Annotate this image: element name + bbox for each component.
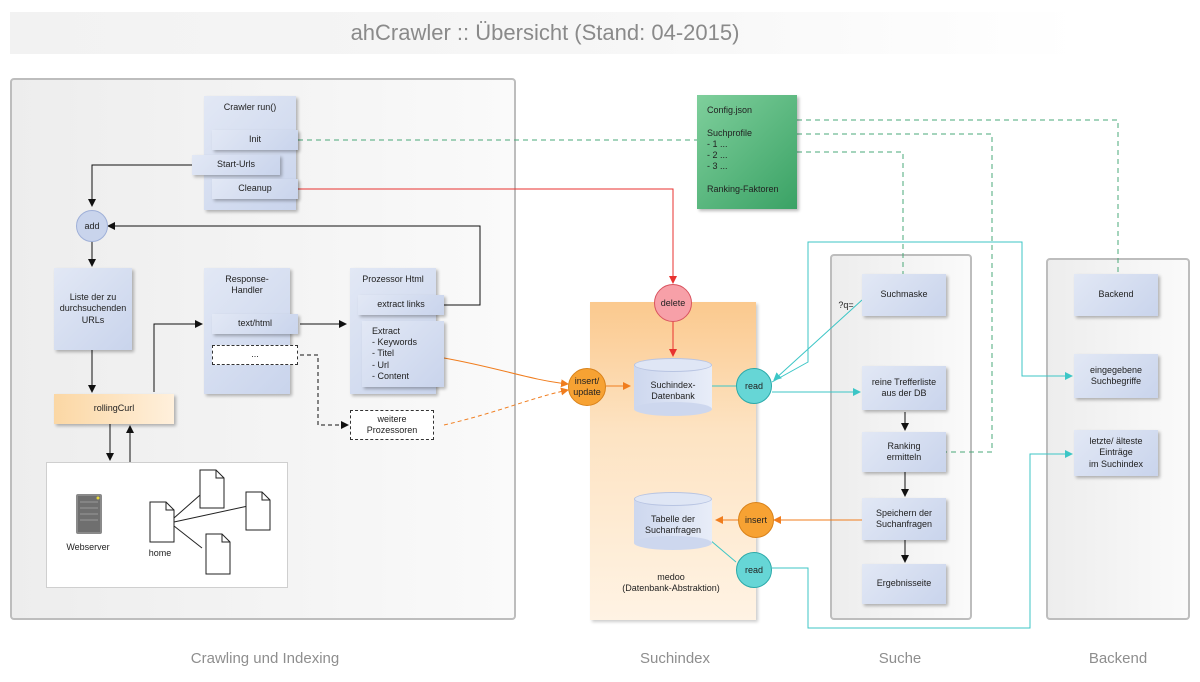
extract-links-box: extract links [358,295,444,315]
suchmaske-box: Suchmaske [862,274,946,316]
config-to-backend-line [797,119,1119,274]
document-icon [205,533,231,575]
cleanup-box: Cleanup [212,179,298,199]
eintraege-box: letzte/ älteste Einträge im Suchindex [1074,430,1158,476]
section-label-backend: Backend [1088,650,1148,667]
section-label-suche: Suche [878,650,922,667]
weitere-prozessoren-box: weitere Prozessoren [350,410,434,440]
tabelle-db-label: Tabelle der Suchanfragen [644,513,702,535]
tabelle-to-read-line [709,539,737,563]
config-to-suchmaske-line [797,151,904,274]
add-node: add [76,210,108,242]
rolling-curl-box: rollingCurl [54,394,174,424]
start-urls-arrow [88,164,212,207]
insert-node: insert [738,502,774,538]
config-json-box: Config.json Suchprofile - 1 ... - 2 ... … [697,95,797,209]
home-label: home [148,548,172,558]
medoo-label: medoo (Datenbank-Abstraktion) [622,572,720,594]
cleanup-to-delete-arrow [298,188,677,284]
document-icon [149,501,175,543]
start-urls-box: Start-Urls [192,155,280,175]
trefferliste-box: reine Trefferliste aus der DB [862,366,946,410]
section-label-suchindex: Suchindex [639,650,711,667]
suchbegriffe-box: eingegebene Suchbegriffe [1074,354,1158,398]
query-param-label: ?q= [838,300,854,310]
text-html-box: text/html [212,314,298,334]
section-label-crawling: Crawling und Indexing [190,650,340,667]
document-icon [199,469,225,509]
suchindex-db: Suchindex- Datenbank [634,358,712,416]
insert-update-node: insert/ update [568,368,606,406]
liste-box: Liste der zu durchsuchenden URLs [54,268,132,350]
ranking-box: Ranking ermitteln [862,432,946,472]
read-to-eintraege-arrow [772,450,1073,629]
init-box: Init [212,130,298,150]
webserver-label: Webserver [66,542,110,552]
tabelle-db: Tabelle der Suchanfragen [634,492,712,550]
page-title: ahCrawler :: Übersicht (Stand: 04-2015) [10,12,1080,54]
read-node-2: read [736,552,772,588]
suchmaske-to-read-arrow [773,299,863,381]
suchindex-db-label: Suchindex- Datenbank [650,379,696,401]
speichern-box: Speichern der Suchanfragen [862,498,946,540]
server-icon [76,494,102,534]
extract-links-to-add-arrow [107,222,481,306]
backend-box: Backend [1074,274,1158,316]
weitere-to-insert-arrow [443,387,569,426]
document-icon [245,491,271,531]
delete-node: delete [654,284,692,322]
extract-box: Extract - Keywords - Titel - Url - Conte… [362,321,444,387]
other-type-box: ... [212,345,298,365]
ergebnisseite-box: Ergebnisseite [862,564,946,604]
dots-to-weitere-arrow [300,354,349,429]
config-to-ranking-line [797,133,993,453]
curl-to-handler-arrow [153,320,203,392]
read-node-1: read [736,368,772,404]
extract-to-insert-arrow [443,357,569,388]
read-to-suchbegriffe-arrow [771,241,1073,383]
